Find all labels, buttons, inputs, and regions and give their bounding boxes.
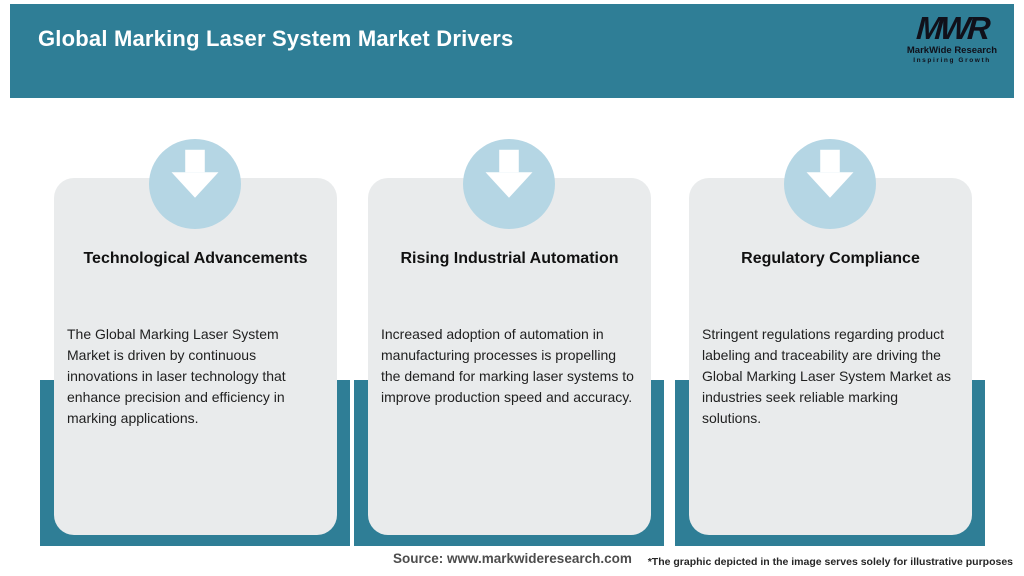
card-title: Technological Advancements [83, 250, 308, 267]
markwide-logo: MWR MarkWide Research Inspiring Growth [904, 10, 1000, 64]
driver-card: Regulatory Compliance Stringent regulati… [689, 178, 972, 535]
arrow-down-icon [784, 139, 876, 229]
logo-acronym: MWR [915, 10, 989, 46]
card-title: Rising Industrial Automation [400, 250, 619, 267]
arrow-down-icon [463, 139, 555, 229]
page-title: Global Marking Laser System Market Drive… [38, 26, 514, 51]
header-bar: Global Marking Laser System Market Drive… [10, 4, 1014, 98]
logo-company-name: MarkWide Research [906, 45, 998, 56]
source-text: Source: www.markwideresearch.com [393, 551, 632, 566]
logo-tagline: Inspiring Growth [913, 56, 991, 64]
card-body: Stringent regulations regarding product … [702, 326, 951, 426]
driver-card: Rising Industrial Automation Increased a… [368, 178, 651, 535]
driver-column-regulatory-compliance: Regulatory Compliance Stringent regulati… [675, 139, 985, 546]
card-title: Regulatory Compliance [741, 250, 920, 267]
arrow-down-icon [149, 139, 241, 229]
driver-card: Technological Advancements The Global Ma… [54, 178, 337, 535]
driver-column-rising-industrial-automation: Rising Industrial Automation Increased a… [354, 139, 664, 546]
disclaimer-text: *The graphic depicted in the image serve… [647, 556, 1013, 568]
driver-column-technological-advancements: Technological Advancements The Global Ma… [40, 139, 350, 546]
card-body: The Global Marking Laser System Market i… [67, 326, 286, 426]
card-body: Increased adoption of automation in manu… [381, 326, 634, 405]
